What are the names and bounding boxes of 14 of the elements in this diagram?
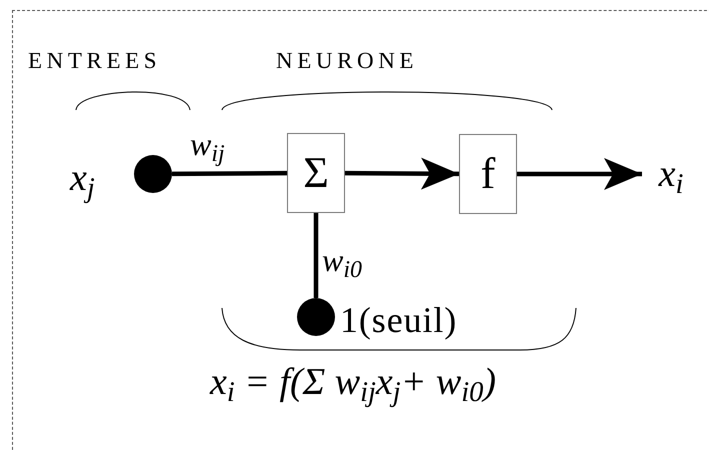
output-label: x$_{i}$ [642,150,700,198]
input-label: x$_{j}$ [70,156,95,206]
connector-line [314,213,318,298]
operator-box: f [459,134,517,214]
arrow [345,158,459,190]
operator-box: Σ [287,133,345,213]
arrow [517,158,642,190]
connector-line [172,170,287,176]
weight-label: w$_{ij}$ [190,125,225,168]
formula: x$_{i}$ = f(Σ w$_{ij}$x$_{j}$+ w$_{i0}$) [210,360,496,410]
section-heading: NEURONE [276,47,418,75]
threshold-label: 1(seuil) [340,299,458,342]
weight-label: w$_{i0}$ [322,241,362,284]
section-heading: ENTREES [28,47,162,75]
